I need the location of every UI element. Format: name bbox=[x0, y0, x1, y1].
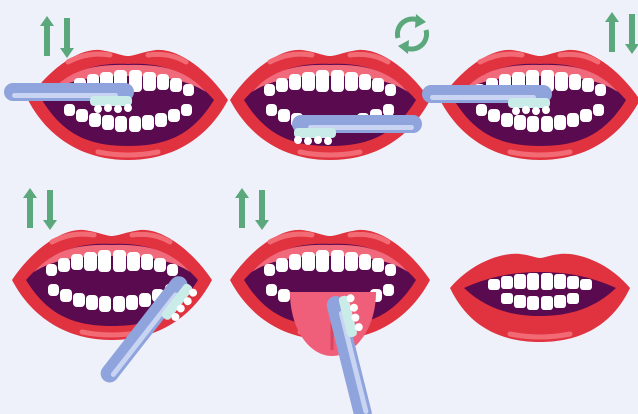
up-down-arrows-icon bbox=[23, 188, 57, 230]
step-3 bbox=[422, 12, 638, 160]
rotate-arrows-icon bbox=[397, 14, 426, 54]
smile-mouth bbox=[450, 254, 630, 342]
step-2 bbox=[230, 14, 430, 160]
step-1 bbox=[4, 16, 228, 160]
up-down-arrows-icon bbox=[40, 16, 74, 58]
step-4 bbox=[12, 188, 212, 393]
up-down-arrows-icon bbox=[235, 188, 269, 230]
up-down-arrows-icon bbox=[605, 12, 638, 54]
step-5 bbox=[230, 188, 430, 414]
step-6 bbox=[450, 254, 630, 342]
